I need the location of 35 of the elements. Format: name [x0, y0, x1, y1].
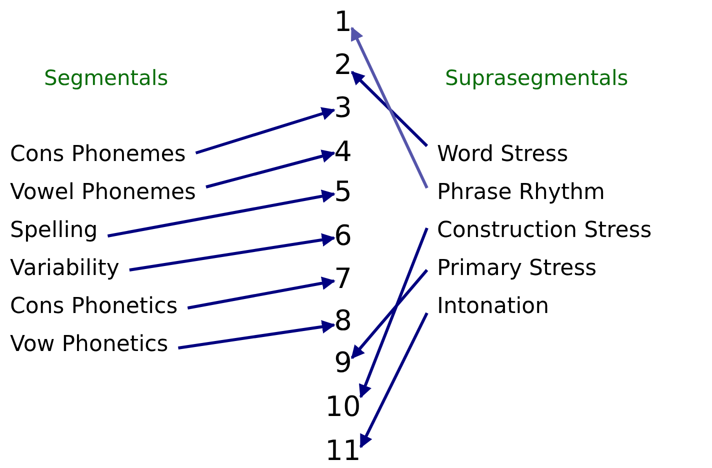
arrow	[195, 107, 336, 154]
number-label: 6	[334, 222, 352, 250]
number-label: 9	[334, 349, 352, 377]
arrow	[350, 70, 428, 148]
column-heading: Segmentals	[44, 68, 168, 89]
number-label: 11	[325, 437, 361, 465]
arrow	[129, 233, 336, 272]
number-label: 1	[334, 8, 352, 36]
arrow	[358, 227, 428, 398]
number-label: 2	[334, 51, 352, 79]
arrow	[350, 26, 428, 189]
arrow	[178, 320, 336, 350]
topic-label: Word Stress	[427, 144, 568, 166]
number-label: 10	[325, 393, 361, 421]
arrow	[187, 276, 336, 310]
column-heading: Suprasegmentals	[445, 68, 628, 89]
number-label: 7	[334, 265, 352, 293]
topic-label: Variability	[10, 258, 130, 280]
topic-label: Primary Stress	[427, 258, 597, 280]
number-label: 3	[334, 94, 352, 122]
arrow	[107, 190, 336, 238]
number-label: 8	[334, 307, 352, 335]
arrow	[350, 269, 428, 360]
topic-label: Vowel Phonemes	[10, 182, 206, 204]
arrow	[206, 150, 336, 188]
topic-label: Vow Phonetics	[10, 334, 178, 356]
topic-label: Intonation	[427, 296, 550, 318]
number-label: 4	[334, 138, 352, 166]
topic-label: Spelling	[10, 220, 108, 242]
arrow	[359, 312, 428, 448]
topic-label: Cons Phonetics	[10, 296, 188, 318]
topic-label: Cons Phonemes	[10, 144, 196, 166]
number-label: 5	[334, 178, 352, 206]
topic-label: Phrase Rhythm	[427, 182, 605, 204]
topic-label: Construction Stress	[427, 220, 652, 242]
